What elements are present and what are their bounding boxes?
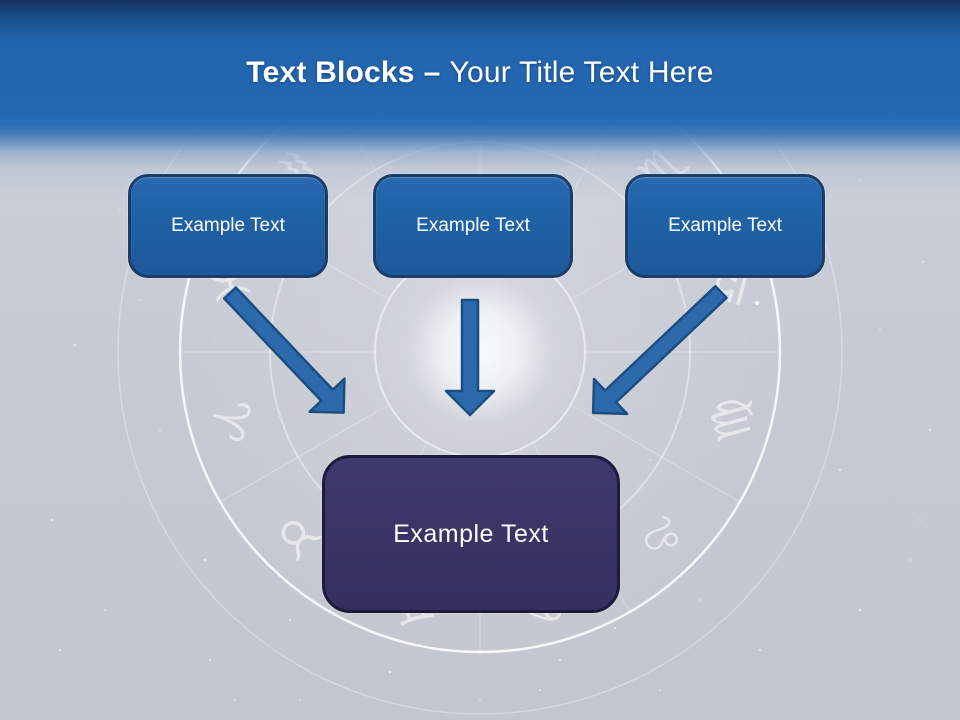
text-block-1: Example Text [128, 174, 328, 278]
slide-title: Text Blocks–Your Title Text Here [0, 56, 960, 90]
arrow-left-diagonal [222, 286, 346, 414]
result-block-label: Example Text [393, 519, 549, 548]
title-band: Text Blocks–Your Title Text Here [0, 0, 960, 200]
title-dash: – [423, 56, 441, 89]
result-block: Example Text [322, 455, 620, 613]
text-block-3: Example Text [625, 174, 825, 278]
text-block-2: Example Text [373, 174, 573, 278]
moon-icon [406, 276, 554, 424]
text-block-1-label: Example Text [171, 215, 285, 236]
arrow-right-diagonal [591, 284, 728, 416]
arrow-down-middle [444, 298, 496, 417]
text-block-3-label: Example Text [668, 215, 782, 236]
title-bold-text: Text Blocks [246, 56, 415, 89]
title-regular-text: Your Title Text Here [449, 56, 714, 89]
text-block-2-label: Example Text [416, 215, 530, 236]
